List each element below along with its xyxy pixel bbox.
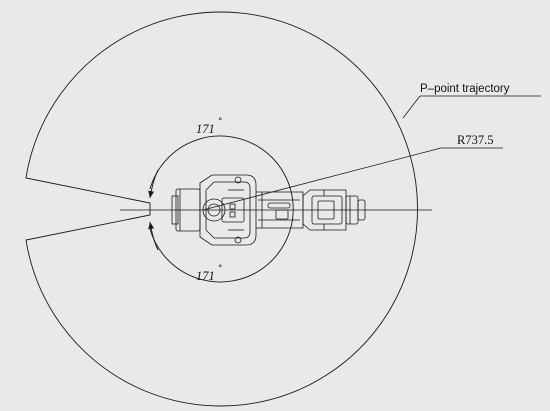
angle-arrow-bottom [148,221,159,251]
outer-trajectory-arc [25,11,418,407]
radius-label: R737.5 [457,133,493,147]
angle-arrow-top [148,169,159,199]
angle-degree-top: ° [218,117,223,127]
trajectory-leader-line [402,95,421,119]
robot-arm-topview [171,174,366,246]
inner-rotation-arc [149,135,294,283]
angle-label-top: 171 [196,122,215,136]
radius-leader-line [202,147,442,211]
angle-degree-bottom: ° [218,264,223,274]
angle-label-bottom: 171 [196,269,215,283]
trajectory-label: P–point trajectory [420,83,510,95]
